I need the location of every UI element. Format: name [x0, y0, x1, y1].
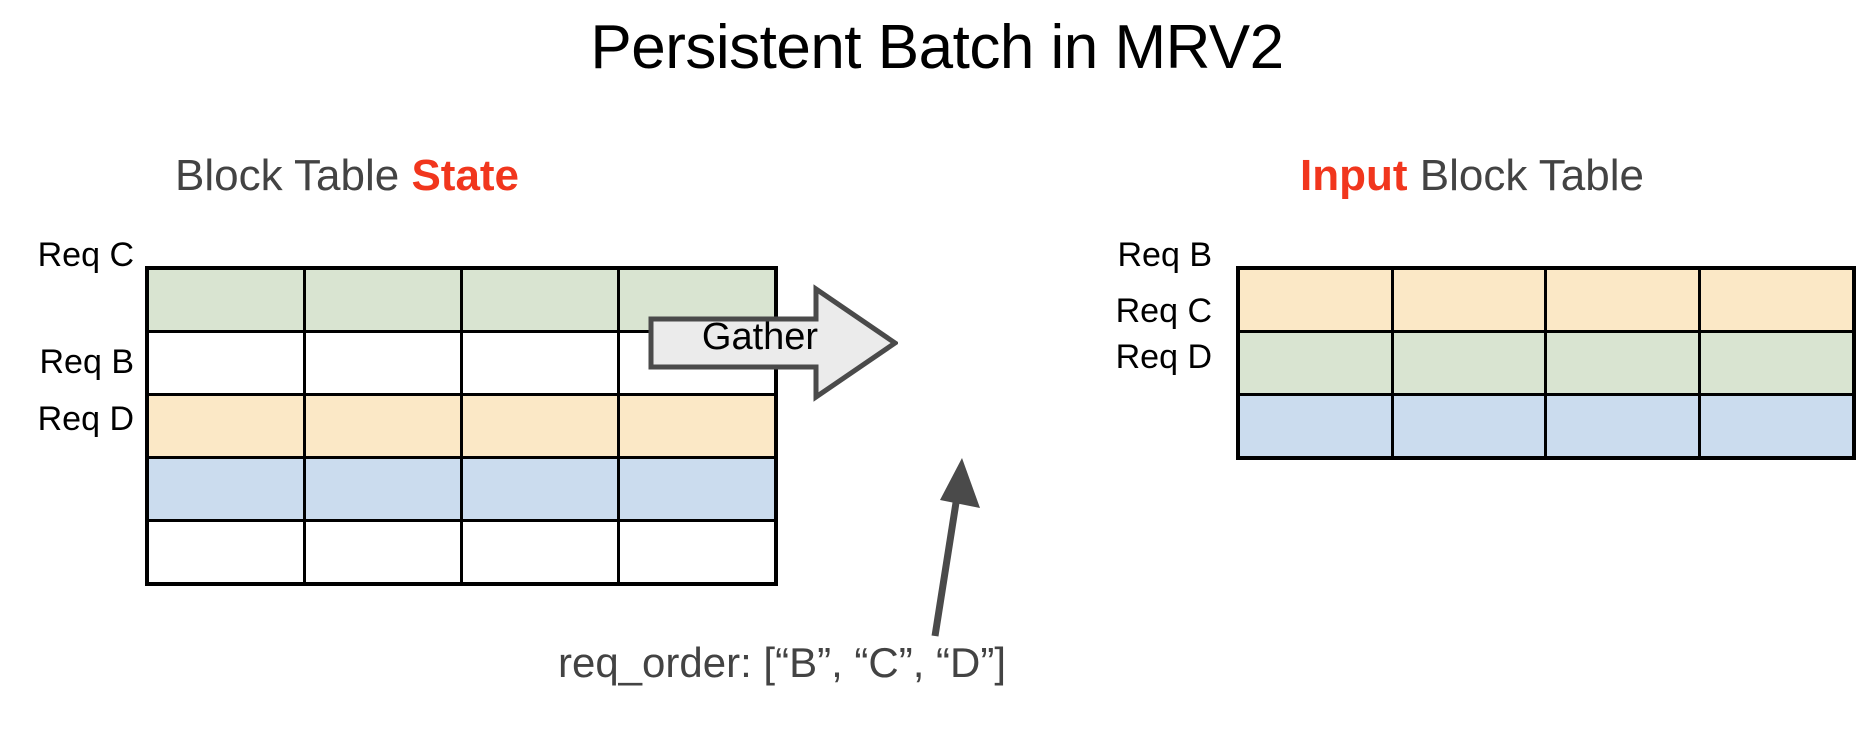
- block-cell: [459, 393, 620, 459]
- right-heading-suffix: Block Table: [1407, 151, 1644, 200]
- right-panel-heading: Input Block Table: [1300, 151, 1644, 200]
- left-heading-prefix: Block Table: [175, 151, 412, 200]
- block-cell: [145, 456, 306, 522]
- block-cell: [1544, 393, 1702, 460]
- table-row: [145, 519, 778, 586]
- block-cell: [1698, 330, 1856, 396]
- table-row: [145, 393, 778, 459]
- block-cell: [145, 266, 306, 333]
- table-row: [1236, 266, 1856, 333]
- block-table-state: [145, 266, 778, 586]
- right-arrow-icon: [648, 284, 898, 402]
- block-cell: [1390, 330, 1548, 396]
- right-heading-accent: Input: [1300, 151, 1408, 200]
- block-cell: [459, 456, 620, 522]
- block-cell: [1236, 266, 1394, 333]
- state-row-label-req-c: Req C: [37, 236, 134, 274]
- block-cell: [616, 393, 778, 459]
- block-cell: [302, 393, 463, 459]
- block-cell: [1236, 330, 1394, 396]
- block-cell: [616, 456, 778, 522]
- block-cell: [459, 266, 620, 333]
- table-row: [1236, 393, 1856, 460]
- state-row-label-req-d: Req D: [37, 400, 134, 438]
- left-panel-heading: Block Table State: [175, 151, 520, 200]
- req-order-caption: req_order: [“B”, “C”, “D”]: [557, 639, 1007, 686]
- block-cell: [145, 330, 306, 396]
- table-row: [1236, 330, 1856, 396]
- block-cell: [459, 519, 620, 586]
- block-table-input: [1236, 266, 1856, 460]
- block-cell: [616, 519, 778, 586]
- input-row-label-req-b: Req B: [1117, 236, 1213, 274]
- block-cell: [459, 330, 620, 396]
- up-arrow-icon: [931, 458, 980, 637]
- table-row: [145, 456, 778, 522]
- input-row-label-req-d: Req D: [1115, 338, 1212, 376]
- block-cell: [1698, 266, 1856, 333]
- state-row-label-req-b: Req B: [39, 343, 135, 381]
- input-row-label-req-c: Req C: [1115, 292, 1212, 330]
- block-cell: [1544, 330, 1702, 396]
- table-row: [145, 266, 778, 333]
- block-cell: [302, 266, 463, 333]
- block-cell: [302, 519, 463, 586]
- block-cell: [1698, 393, 1856, 460]
- page-title: Persistent Batch in MRV2: [590, 13, 1284, 82]
- block-cell: [1544, 266, 1702, 333]
- left-heading-accent: State: [411, 151, 520, 200]
- block-cell: [302, 456, 463, 522]
- block-cell: [145, 519, 306, 586]
- gather-label: Gather: [701, 316, 819, 358]
- table-row: [145, 330, 778, 396]
- block-cell: [302, 330, 463, 396]
- block-cell: [1236, 393, 1394, 460]
- block-cell: [145, 393, 306, 459]
- block-cell: [1390, 266, 1548, 333]
- block-cell: [1390, 393, 1548, 460]
